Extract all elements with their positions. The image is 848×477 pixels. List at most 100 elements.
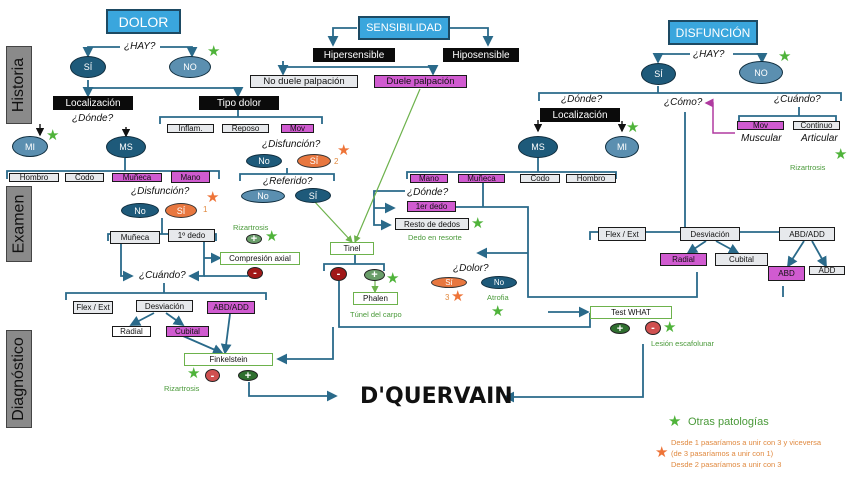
mov-desviacion[interactable]: Desviación xyxy=(136,300,193,312)
referido-no-node[interactable]: No xyxy=(241,189,285,203)
dz-resto-dedos[interactable]: Resto de dedos xyxy=(395,218,469,230)
mov-abd-add[interactable]: ABD/ADD xyxy=(207,301,255,314)
disfuncion1-si-node[interactable]: SÍ xyxy=(165,203,197,218)
disfuncion-no-node[interactable]: NO xyxy=(739,61,783,84)
disfuncion-localizacion[interactable]: Localización xyxy=(540,108,620,122)
dz-continuo[interactable]: Continuo xyxy=(793,121,840,130)
dz-codo[interactable]: Codo xyxy=(520,174,560,183)
zona-muneca[interactable]: Muñeca xyxy=(112,173,162,182)
sensibilidad-title[interactable]: SENSIBILIDAD xyxy=(358,16,450,40)
dolor-localizacion[interactable]: Localización xyxy=(53,96,133,110)
phalen-test[interactable]: Phalen xyxy=(353,292,398,305)
star-green-icon: ★ xyxy=(471,215,485,232)
disfuncion-donde2-question: ¿Dónde? xyxy=(407,187,449,198)
disfuncion-hay-question: ¿HAY? xyxy=(693,49,725,60)
disfuncion-mi-node[interactable]: MI xyxy=(605,136,639,158)
disfuncion2-si-node[interactable]: SÍ xyxy=(297,154,331,168)
disfuncion-ms-node[interactable]: MS xyxy=(518,136,558,158)
muneca-box[interactable]: Muñeca xyxy=(110,231,160,244)
section-examen-label: Examen xyxy=(10,194,28,254)
dz-hombro[interactable]: Hombro xyxy=(566,174,616,183)
dz-mano[interactable]: Mano xyxy=(410,174,448,183)
dolor-question: ¿Dolor? xyxy=(453,263,489,274)
hipersensible-label[interactable]: Hipersensible xyxy=(313,48,395,62)
desviacion-radial[interactable]: Radial xyxy=(112,326,151,337)
star-green-icon: ★ xyxy=(207,43,221,60)
como-question: ¿Cómo? xyxy=(664,97,703,108)
mark-3: 3 xyxy=(445,293,450,302)
referido-si-node[interactable]: SÍ xyxy=(295,188,331,203)
wire-dolor-si xyxy=(82,46,120,58)
minus-icon: - xyxy=(247,267,263,279)
plus-icon: + xyxy=(238,370,258,382)
star-green-icon: ★ xyxy=(663,319,677,336)
test-what[interactable]: Test WHAT xyxy=(590,306,672,319)
compresion-axial-test[interactable]: Compresión axial xyxy=(220,252,300,265)
star-orange-icon: ★ xyxy=(451,288,465,305)
legend-line-2: (de 3 pasaríamos a unir con 1) xyxy=(671,449,774,458)
zona-hombro[interactable]: Hombro xyxy=(9,173,59,182)
dolor-si-node[interactable]: Sí xyxy=(431,277,467,288)
diagnosis-dquervain: D'QUERVAIN xyxy=(360,384,513,409)
disfuncion-title[interactable]: DISFUNCIÓN xyxy=(668,20,758,45)
desviacion-cubital[interactable]: Cubital xyxy=(166,326,209,337)
disfuncion-si-node[interactable]: SÍ xyxy=(641,63,676,85)
mov-flex-ext[interactable]: Flex / Ext xyxy=(73,301,113,314)
tipo-disfuncion-question: ¿Disfunción? xyxy=(262,139,321,150)
dz-add[interactable]: ADD xyxy=(809,266,845,275)
dz-mov[interactable]: Mov xyxy=(737,121,784,130)
dolor-no-node[interactable]: No xyxy=(481,276,517,289)
wire-tinel-to-finkelstein xyxy=(276,327,334,365)
zona-mano[interactable]: Mano xyxy=(171,171,210,183)
dz-abd-add[interactable]: ABD/ADD xyxy=(779,227,835,241)
legend-star-orange-icon: ★ xyxy=(655,444,669,461)
primer-dedo-box[interactable]: 1º dedo xyxy=(168,229,215,242)
section-historia-label: Historia xyxy=(10,57,28,113)
star-green-icon: ★ xyxy=(778,48,792,65)
tipo-reposo[interactable]: Reposo xyxy=(222,124,269,133)
dolor-mi-node[interactable]: MI xyxy=(12,136,48,157)
zona-codo[interactable]: Codo xyxy=(65,173,104,182)
dolor-no-node[interactable]: NO xyxy=(169,56,211,78)
tipo-dolor-label[interactable]: Tipo dolor xyxy=(199,96,279,110)
rizartrosis-label: Rizartrosis xyxy=(164,384,200,393)
section-diagnostico: Diagnóstico xyxy=(6,330,32,428)
dz-radial[interactable]: Radial xyxy=(660,253,707,266)
dolor-hay-question: ¿HAY? xyxy=(124,41,156,52)
legend-otras-patologias: Otras patologías xyxy=(688,416,769,428)
hiposensible-label[interactable]: Hiposensible xyxy=(443,48,519,62)
dz-primer-dedo[interactable]: 1er dedo xyxy=(407,201,456,212)
tipo-inflam[interactable]: Inflam. xyxy=(167,124,214,133)
dedo-resorte-label: Dedo en resorte xyxy=(408,233,462,242)
duele-palpacion[interactable]: Duele palpación xyxy=(374,75,467,88)
rizartrosis-label: Rizartrosis xyxy=(790,163,826,172)
tinel-test[interactable]: Tinel xyxy=(330,242,374,255)
star-green-icon: ★ xyxy=(265,228,279,245)
dolor-ms-node[interactable]: MS xyxy=(106,136,146,158)
disfuncion1-no-node[interactable]: No xyxy=(121,203,159,218)
dz-desviacion[interactable]: Desviación xyxy=(680,227,740,241)
star-orange-icon: ★ xyxy=(206,189,220,206)
legend-line-1: Desde 1 pasaríamos a unir con 3 y viceve… xyxy=(671,438,822,447)
mark-2: 2 xyxy=(334,157,339,166)
star-green-icon: ★ xyxy=(386,270,400,287)
minus-icon: - xyxy=(205,369,220,382)
dolor-title[interactable]: DOLOR xyxy=(106,9,181,34)
section-historia: Historia xyxy=(6,46,32,124)
dolor-disfuncion-question: ¿Disfunción? xyxy=(131,186,190,197)
section-diagnostico-label: Diagnóstico xyxy=(10,337,28,421)
dolor-si-node[interactable]: SÍ xyxy=(70,56,106,78)
dz-cubital[interactable]: Cubital xyxy=(715,253,768,266)
dz-muneca[interactable]: Muñeca xyxy=(458,174,505,183)
dz-abd[interactable]: ABD xyxy=(768,266,805,281)
dolor-donde-question: ¿Dónde? xyxy=(72,113,114,124)
section-examen: Examen xyxy=(6,186,32,262)
no-duele-palpacion[interactable]: No duele palpación xyxy=(250,75,358,88)
star-green-icon: ★ xyxy=(187,365,201,382)
tipo-mov[interactable]: Mov xyxy=(281,124,314,133)
finkelstein-test[interactable]: Finkelstein xyxy=(184,353,273,366)
dz-flex-ext[interactable]: Flex / Ext xyxy=(598,227,646,241)
disfuncion2-no-node[interactable]: No xyxy=(246,154,282,168)
star-orange-icon: ★ xyxy=(337,142,351,159)
